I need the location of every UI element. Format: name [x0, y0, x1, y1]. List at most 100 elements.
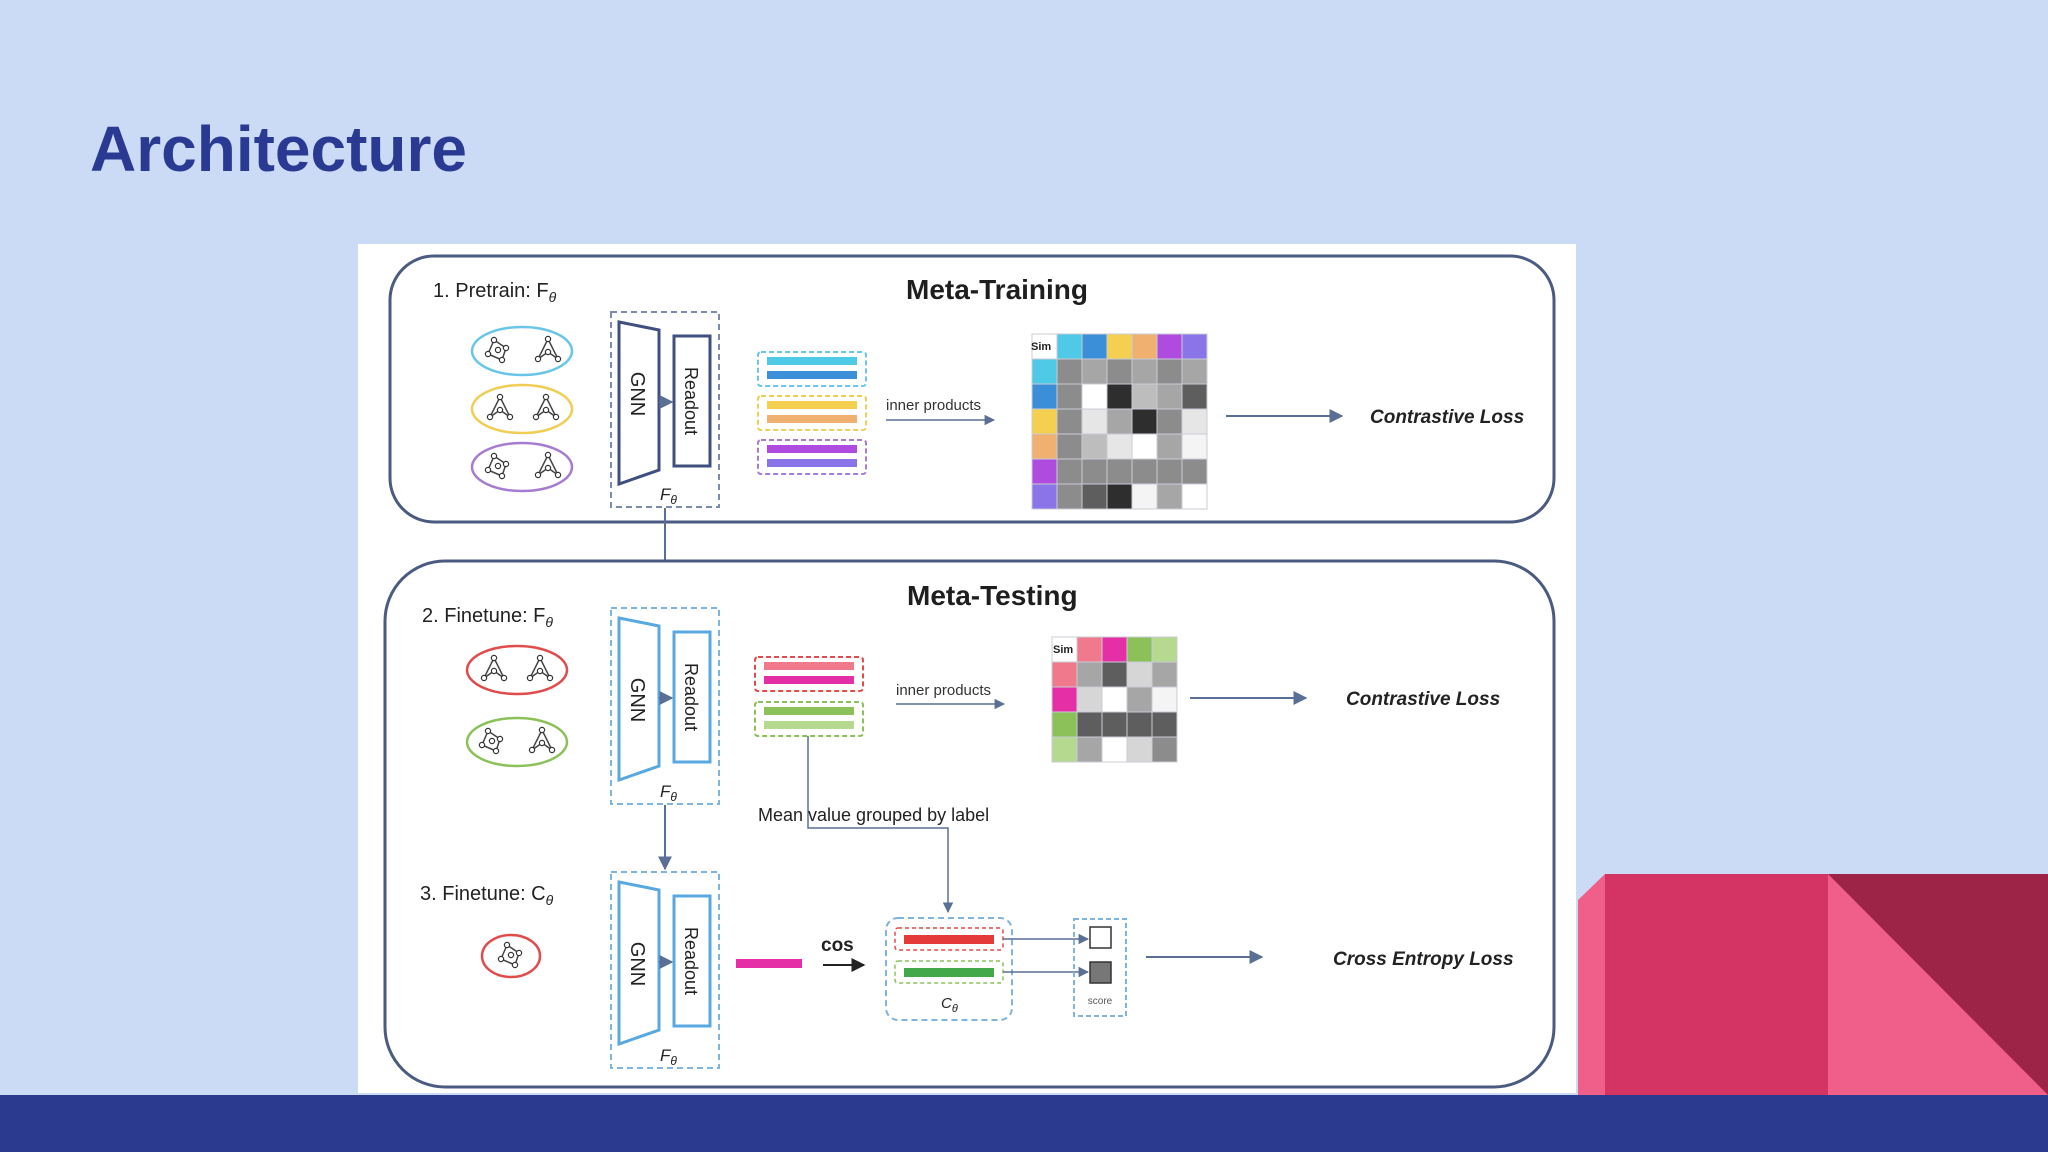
sim-matrix-cell — [1031, 458, 1058, 485]
gnn-block — [617, 320, 661, 487]
deco-crimson-shape — [1605, 874, 1828, 1095]
sim-matrix-cell — [1181, 358, 1208, 385]
meta-testing-title: Meta-Testing — [907, 580, 1078, 611]
score-box — [1073, 918, 1127, 1017]
sim-matrix-cell — [1181, 483, 1208, 510]
query-graph — [480, 933, 542, 979]
gnn-block — [617, 880, 661, 1047]
sim-matrix-cell — [1031, 408, 1058, 435]
sim-matrix-cell — [1056, 433, 1083, 460]
inner-products-label: inner products — [886, 397, 981, 414]
graph-group-red — [465, 644, 569, 696]
sim-matrix-cell — [1051, 736, 1078, 763]
sim-matrix-cell — [1106, 333, 1133, 360]
sim-matrix-cell — [1156, 333, 1183, 360]
sim-matrix-cell — [1031, 358, 1058, 385]
embedding-group-green — [754, 701, 864, 737]
sim-matrix-cell — [1081, 433, 1108, 460]
embedding-group-yellow — [757, 395, 867, 431]
embedding-group-cyan — [757, 351, 867, 387]
sim-matrix-cell — [1131, 358, 1158, 385]
classifier-box — [885, 917, 1013, 1021]
sim-matrix-cell — [1126, 636, 1153, 663]
score-label: score — [1088, 996, 1113, 1007]
sim-matrix-cell — [1106, 483, 1133, 510]
readout-block — [672, 630, 712, 764]
sim-matrix-cell — [1131, 383, 1158, 410]
sim-matrix-cell — [1051, 661, 1078, 688]
sim-matrix-cell — [1156, 458, 1183, 485]
bottom-bar — [0, 1095, 2048, 1152]
classifier-label: Cθ — [941, 995, 958, 1015]
architecture-diagram: Meta-Training 1. Pretrain: Fθ GNN Readou… — [383, 254, 1556, 1089]
finetune-f-step-label: 2. Finetune: Fθ — [422, 605, 553, 630]
readout-label: Readout — [681, 367, 701, 435]
cross-entropy-loss: Cross Entropy Loss — [1333, 949, 1514, 970]
cos-label: cos — [821, 935, 854, 956]
sim-matrix-cell — [1181, 433, 1208, 460]
graph-group-green — [465, 716, 569, 768]
sim-matrix-cell — [1131, 333, 1158, 360]
sim-matrix-cell — [1056, 358, 1083, 385]
sim-matrix-cell — [1181, 383, 1208, 410]
slide-title: Architecture — [90, 113, 467, 185]
sim-matrix-cell — [1101, 636, 1128, 663]
encoder-f-label: Fθ — [660, 485, 677, 507]
sim-matrix-cell — [1156, 383, 1183, 410]
deco-maroon-shape — [1828, 874, 2048, 1095]
pretrain-graph-groups — [470, 325, 574, 493]
pretrain-step-label: 1. Pretrain: Fθ — [433, 280, 557, 305]
pretrain-embeddings — [757, 351, 867, 475]
readout-block — [672, 894, 712, 1028]
sim-matrix-cell — [1101, 736, 1128, 763]
mean-value-connector — [807, 736, 954, 914]
sim-matrix-cell — [1156, 358, 1183, 385]
architecture-figure: Meta-Training 1. Pretrain: Fθ GNN Readou… — [358, 244, 1576, 1093]
readout-label: Readout — [681, 927, 701, 995]
sim-matrix-cell — [1106, 458, 1133, 485]
sim-matrix-cell — [1131, 433, 1158, 460]
sim-matrix-cell — [1151, 636, 1178, 663]
contrastive-loss-test: Contrastive Loss — [1346, 689, 1500, 710]
finetune-embeddings — [754, 656, 864, 737]
gnn-label: GNN — [626, 372, 648, 416]
sim-matrix-cell — [1151, 711, 1178, 738]
embedding-group-purple — [757, 439, 867, 475]
sim-matrix-cell — [1076, 736, 1103, 763]
sim-matrix-cell — [1131, 458, 1158, 485]
sim-matrix-cell — [1056, 333, 1083, 360]
sim-matrix-cell — [1126, 711, 1153, 738]
sim-matrix-cell — [1131, 408, 1158, 435]
sim-matrix-cell — [1081, 408, 1108, 435]
sim-matrix-cell — [1156, 433, 1183, 460]
gnn-label: GNN — [626, 678, 648, 722]
sim-matrix-cell — [1031, 433, 1058, 460]
mean-value-label: Mean value grouped by label — [758, 805, 989, 825]
sim-matrix-cell — [1031, 383, 1058, 410]
graph-group-purple — [470, 441, 574, 493]
meta-training-title: Meta-Training — [906, 274, 1088, 305]
sim-matrix-cell — [1126, 661, 1153, 688]
sim-label: Sim — [1031, 341, 1051, 353]
sim-matrix-cell — [1101, 686, 1128, 713]
sim-matrix-cell — [1051, 686, 1078, 713]
sim-matrix-cell — [1031, 483, 1058, 510]
score-output: score — [1073, 918, 1127, 1017]
meta-testing-panel: Meta-Testing 2. Finetune: Fθ GNN Readout… — [383, 559, 1556, 1089]
score-cell-filled — [1089, 961, 1112, 984]
readout-label: Readout — [681, 663, 701, 731]
contrastive-loss-train: Contrastive Loss — [1370, 407, 1524, 428]
meta-training-panel: Meta-Training 1. Pretrain: Fθ GNN Readou… — [388, 254, 1556, 524]
score-cell-empty — [1089, 926, 1112, 949]
sim-matrix-cell — [1081, 333, 1108, 360]
sim-matrix-cell — [1056, 483, 1083, 510]
similarity-matrix-test: Sim — [1051, 636, 1178, 763]
embedding-group-red — [754, 656, 864, 692]
sim-matrix-cell — [1106, 358, 1133, 385]
sim-matrix-cell — [1156, 408, 1183, 435]
sim-matrix-cell — [1076, 661, 1103, 688]
sim-matrix-cell — [1151, 736, 1178, 763]
sim-matrix-cell — [1131, 483, 1158, 510]
finetune-graph-groups — [465, 644, 569, 768]
sim-matrix-cell — [1106, 383, 1133, 410]
